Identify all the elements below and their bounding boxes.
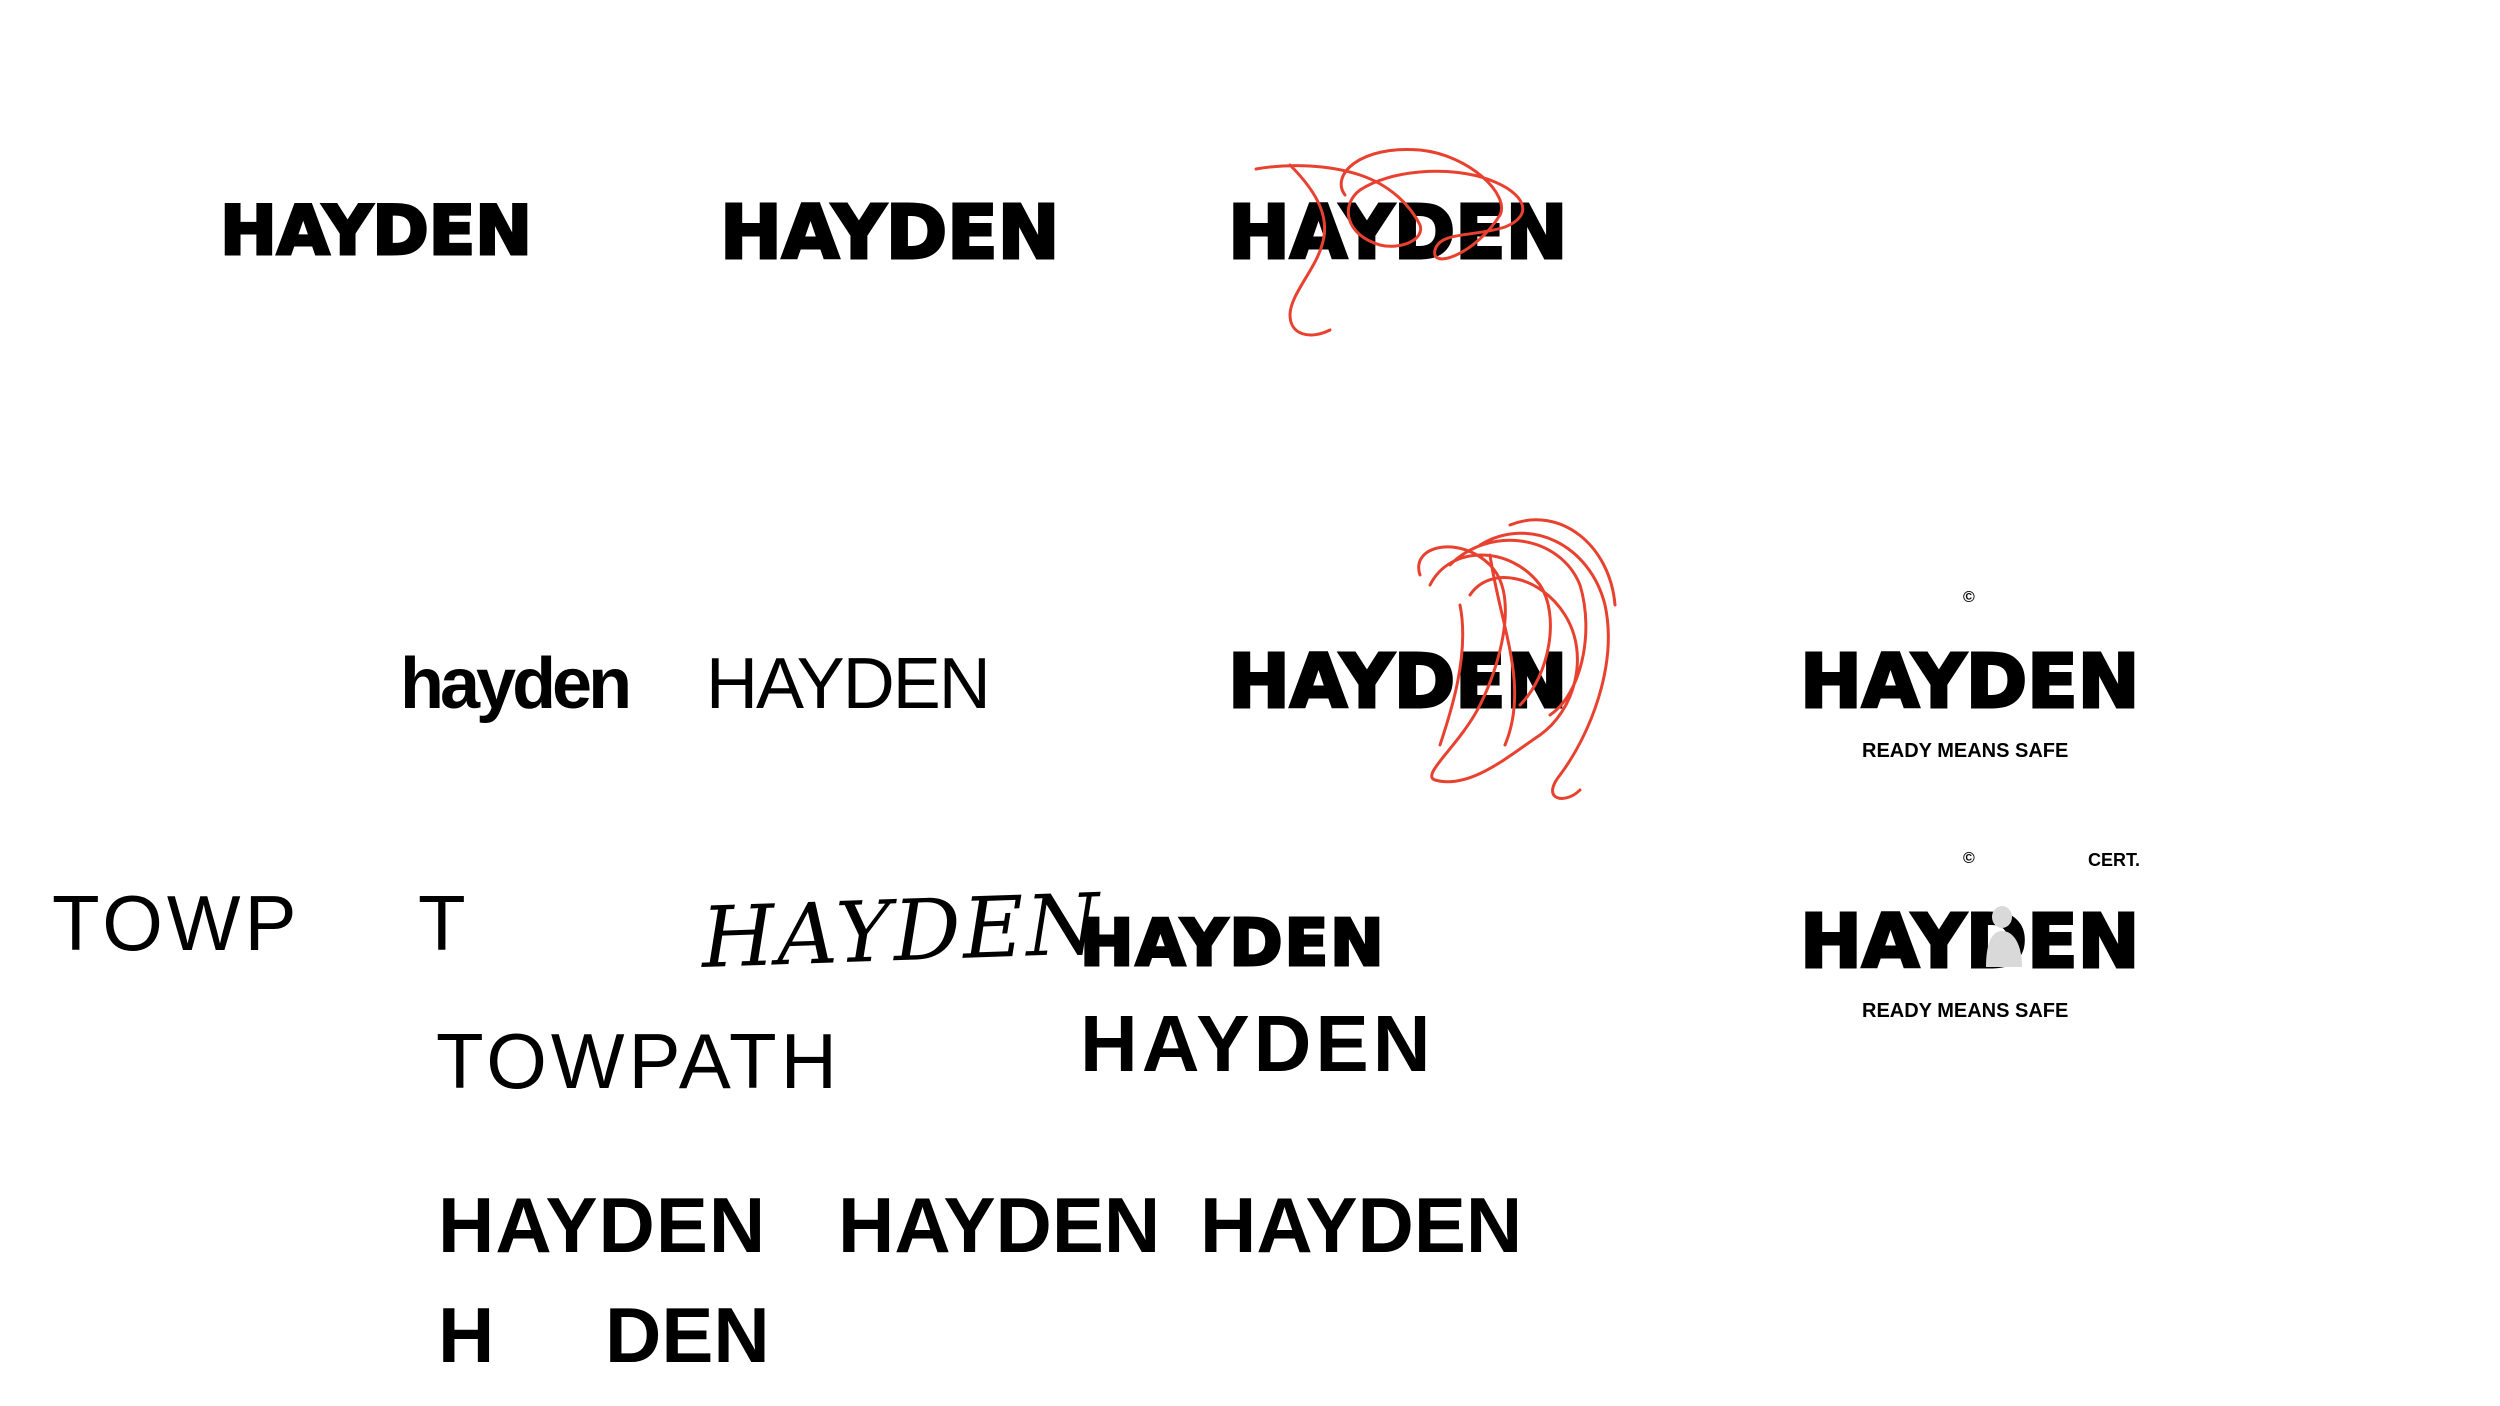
wordmark-rounded: HAYDEN: [1079, 907, 1386, 981]
wordmark-handwritten: HAYDEN: [699, 875, 1104, 987]
wordmark-lowercase: hayden: [400, 644, 632, 724]
wordmark-partial-h: H: [438, 1291, 495, 1379]
wordmark-partial-den: DEN: [605, 1291, 770, 1379]
cert-label: CERT.: [2088, 850, 2141, 870]
tagline-ready-means-safe-2: READY MEANS SAFE: [1862, 1000, 2069, 1022]
wordmark-wide: HAYDEN: [1080, 999, 1435, 1088]
wordmark-regular-3: HAYDEN: [1200, 1181, 1523, 1269]
copyright-mark-2: ©: [1963, 850, 1975, 867]
copyright-mark-1: ©: [1963, 589, 1975, 606]
wordmark-regular-2: HAYDEN: [838, 1181, 1161, 1269]
wordmark-heavy-2: HAYDEN: [719, 190, 1062, 276]
towpath-partial-left: TOWP: [52, 879, 301, 967]
wordmark-heavy-scribbled: HAYDEN: [1227, 639, 1570, 725]
wordmark-heavy-1: HAYDEN: [218, 192, 533, 271]
towpath-partial-right: T: [418, 879, 466, 967]
wordmark-sans: HAYDEN: [706, 644, 991, 724]
tagline-ready-means-safe-1: READY MEANS SAFE: [1862, 740, 2069, 762]
wordmark-ready-means-safe: HAYDEN: [1799, 639, 2142, 725]
wordmark-heavy-3: HAYDEN: [1227, 190, 1570, 276]
wordmark-regular-1: HAYDEN: [438, 1181, 767, 1269]
wordmark-cert: HAYDEN: [1799, 899, 2142, 985]
wordmark-towpath: TOWPATH: [436, 1017, 841, 1105]
